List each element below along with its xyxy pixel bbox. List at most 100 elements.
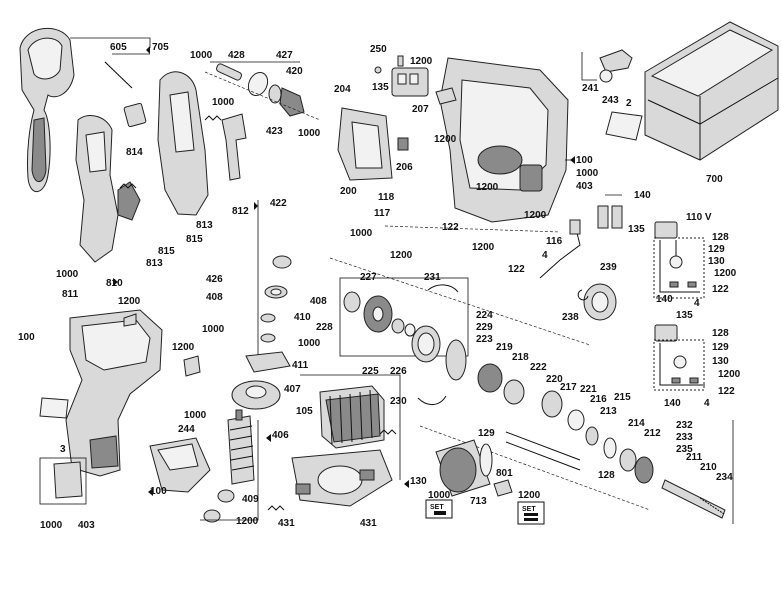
- label-215: 215: [614, 392, 631, 403]
- label-1000: 1000: [298, 128, 321, 139]
- label-232: 232: [676, 420, 693, 431]
- label-813: 813: [146, 258, 163, 269]
- label-700: 700: [706, 174, 723, 185]
- label-100: 100: [18, 332, 35, 343]
- label-243: 243: [602, 95, 619, 106]
- depth-stop-part: [599, 49, 633, 83]
- label-135: 135: [676, 310, 693, 321]
- label-705: 705: [152, 42, 169, 53]
- sheet-part: [605, 111, 643, 141]
- label-1200: 1200: [434, 134, 457, 145]
- rods-part: [505, 431, 581, 471]
- label-130: 130: [712, 356, 729, 367]
- right-housing-half-part: [157, 71, 209, 216]
- label-225: 225: [362, 366, 379, 377]
- label-110v: 110 V: [686, 212, 712, 223]
- label-431: 431: [278, 518, 295, 529]
- label-1000: 1000: [190, 50, 213, 61]
- set-icon-1000: [425, 499, 453, 519]
- label-426: 426: [206, 274, 223, 285]
- gear-set-frame: [339, 277, 469, 357]
- label-122: 122: [718, 386, 735, 397]
- brush-part: [597, 205, 623, 229]
- label-409: 409: [242, 494, 259, 505]
- label-1200: 1200: [236, 516, 259, 527]
- label-713: 713: [470, 496, 487, 507]
- label-408: 408: [206, 292, 223, 303]
- label-214: 214: [628, 418, 645, 429]
- label-1200: 1200: [410, 56, 433, 67]
- label-1200: 1200: [718, 369, 741, 380]
- label-428: 428: [228, 50, 245, 61]
- label-228: 228: [316, 322, 333, 333]
- label-227: 227: [360, 272, 377, 283]
- label-813: 813: [196, 220, 213, 231]
- label-1000: 1000: [298, 338, 321, 349]
- lever-part: [221, 113, 247, 181]
- spindle-gear-part: [417, 339, 525, 405]
- label-105: 105: [296, 406, 313, 417]
- label-812: 812: [232, 206, 249, 217]
- label-403: 403: [576, 181, 593, 192]
- label-1200: 1200: [472, 242, 495, 253]
- stator-part: [319, 385, 385, 449]
- label-801: 801: [496, 468, 513, 479]
- label-128: 128: [712, 328, 729, 339]
- arrow-markers: [113, 46, 575, 496]
- label-1000: 1000: [202, 324, 225, 335]
- label-1000: 1000: [428, 490, 451, 501]
- label-222: 222: [530, 362, 547, 373]
- spring-part: [119, 115, 222, 189]
- label-128: 128: [712, 232, 729, 243]
- label-403: 403: [78, 520, 95, 531]
- brush-ring-part: [267, 429, 397, 511]
- label-244: 244: [178, 424, 195, 435]
- label-210: 210: [700, 462, 717, 473]
- label-122: 122: [442, 222, 459, 233]
- label-423: 423: [266, 126, 283, 137]
- label-219: 219: [496, 342, 513, 353]
- cover-plate-part: [39, 457, 87, 505]
- clip-part: [427, 284, 459, 293]
- key-part: [493, 479, 513, 497]
- label-1200: 1200: [476, 182, 499, 193]
- label-815: 815: [186, 234, 203, 245]
- label-241: 241: [582, 83, 599, 94]
- label-218: 218: [512, 352, 529, 363]
- label-231: 231: [424, 272, 441, 283]
- battery-cover-part: [149, 437, 211, 493]
- cable-part: [539, 219, 581, 279]
- side-handle-part: [19, 27, 75, 192]
- label-1200: 1200: [524, 210, 547, 221]
- label-408: 408: [310, 296, 327, 307]
- set-icon-1200: [517, 501, 545, 525]
- label-140: 140: [664, 398, 681, 409]
- label-239: 239: [600, 262, 617, 273]
- label-1200: 1200: [390, 250, 413, 261]
- label-100: 100: [150, 486, 167, 497]
- bevel-gear-part: [231, 380, 281, 410]
- label-422: 422: [270, 198, 287, 209]
- label-130: 130: [708, 256, 725, 267]
- label-1000: 1000: [350, 228, 373, 239]
- label-sticker-part: [39, 397, 69, 419]
- label-815: 815: [158, 246, 175, 257]
- label-212: 212: [644, 428, 661, 439]
- label-427: 427: [276, 50, 293, 61]
- label-1200: 1200: [518, 490, 541, 501]
- drill-chuck-part: [435, 439, 493, 497]
- set-label: SET: [522, 506, 536, 513]
- label-2: 2: [626, 98, 632, 109]
- label-116: 116: [546, 236, 563, 247]
- label-226: 226: [390, 366, 407, 377]
- label-135: 135: [628, 224, 645, 235]
- label-1200: 1200: [118, 296, 141, 307]
- label-1000: 1000: [40, 520, 63, 531]
- label-204: 204: [334, 84, 351, 95]
- connector-part: [391, 67, 429, 97]
- label-238: 238: [562, 312, 579, 323]
- label-234: 234: [716, 472, 733, 483]
- brush-holder-part: [337, 107, 409, 181]
- label-811: 811: [62, 289, 79, 300]
- label-230: 230: [390, 396, 407, 407]
